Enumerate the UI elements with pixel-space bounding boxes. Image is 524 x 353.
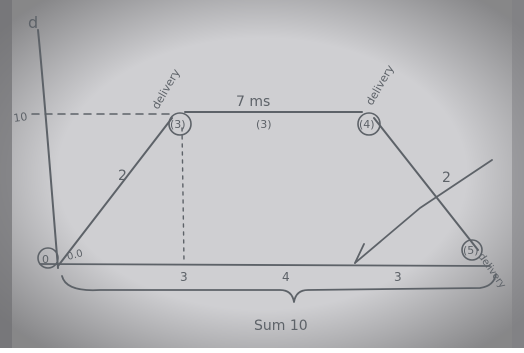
node-2-circle (357, 112, 381, 136)
top-edge-mark: (3) (256, 118, 272, 131)
crossing-stroke (354, 159, 493, 264)
crossing-stroke-hook (354, 243, 365, 264)
edge-right-slope (373, 117, 479, 251)
paper-shadow-left (0, 0, 12, 348)
base-left-label: 3 (180, 270, 188, 284)
edge-left-slope (57, 117, 173, 267)
baseline (39, 263, 491, 267)
node-0-circle (37, 247, 59, 269)
node-3-circle (461, 239, 483, 261)
node-1-label: (3) (170, 118, 186, 131)
node-1-circle (168, 112, 192, 136)
top-edge-label: 7 ms (236, 94, 270, 110)
right-slope-label: 2 (442, 170, 451, 186)
paper-shadow-right (512, 0, 524, 348)
y-axis-line (37, 29, 59, 269)
node-0-annotation: 0.0 (66, 248, 84, 263)
base-right-label: 3 (394, 270, 402, 284)
y-axis-label: d (28, 13, 38, 32)
y-tick-label: 10 (13, 110, 29, 125)
left-slope-label: 2 (118, 168, 127, 184)
total-brace (61, 273, 497, 303)
dotted-vertical-line (181, 127, 185, 263)
node-0-label: 0 (42, 253, 49, 266)
brace-total-label: Sum 10 (254, 318, 308, 334)
node-3-label: (5) (463, 244, 479, 257)
node-2-label: (4) (359, 118, 375, 131)
base-mid-label: 4 (282, 270, 290, 284)
